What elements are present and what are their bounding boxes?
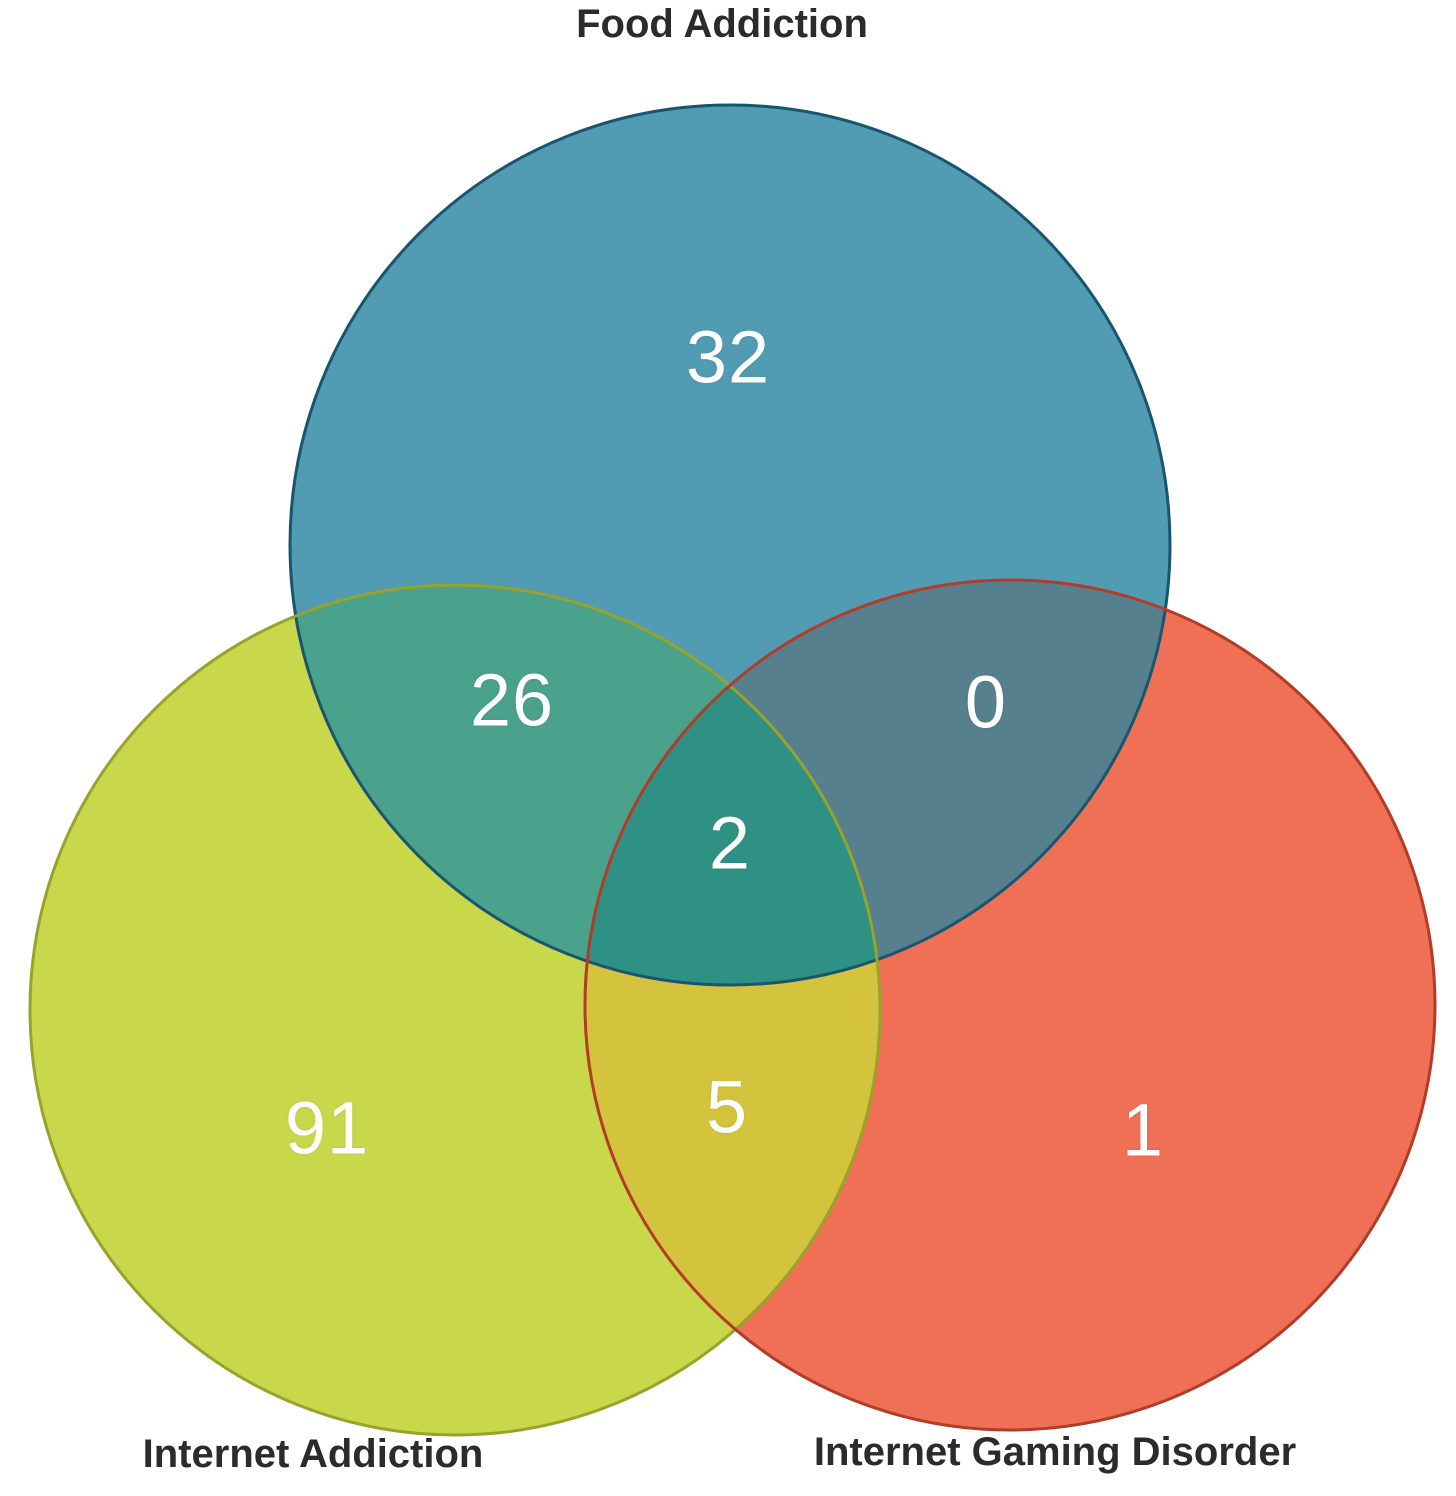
internet-gaming-disorder-circle-outline [583,578,1437,1432]
internet-addiction-circle-outline [28,583,882,1437]
food-addiction-circle-outline [288,103,1172,987]
all-three-overlap-region [585,585,880,985]
